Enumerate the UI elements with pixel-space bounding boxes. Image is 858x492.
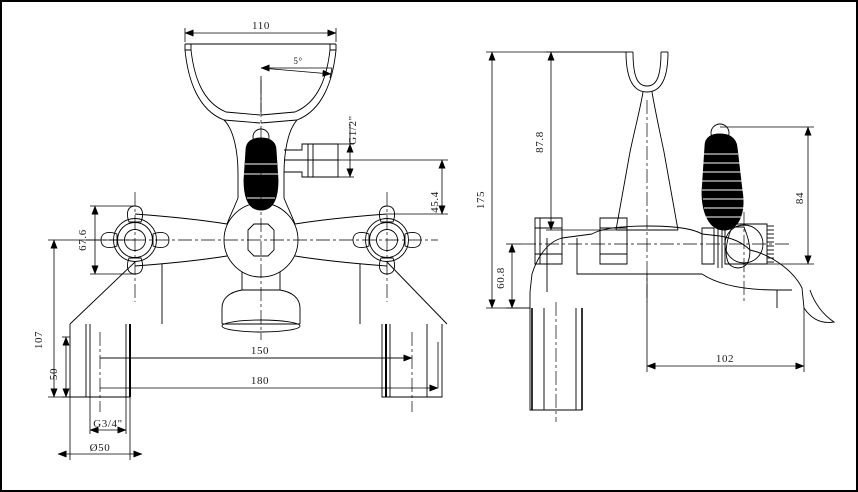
dim-diameter-50: Ø50 [90, 442, 111, 454]
side-view-geometry [529, 51, 836, 411]
dim-thread-g34: G3/4" [93, 418, 123, 430]
side-view-dimension-labels: 87.8 175 84 60.8 102 [475, 131, 806, 365]
dim-centres-150: 150 [251, 345, 269, 357]
dim-height-67-6: 67.6 [77, 229, 89, 251]
front-view-dimensions [48, 28, 448, 460]
dim-height-60-8: 60.8 [495, 267, 507, 289]
dim-height-84: 84 [794, 192, 806, 204]
dim-height-87-8: 87.8 [534, 131, 546, 153]
dim-height-175: 175 [475, 191, 487, 209]
dim-overall-180: 180 [251, 375, 269, 387]
side-view-dimensions [486, 51, 814, 372]
dim-projection-102: 102 [716, 353, 734, 365]
dim-height-50: 50 [48, 368, 60, 380]
dim-width-110: 110 [252, 20, 270, 32]
side-view-centre-lines [522, 100, 792, 422]
dim-height-107: 107 [33, 331, 45, 349]
dim-thread-g12: G1/2" [347, 115, 359, 145]
dim-angle-5: 5° [293, 56, 302, 66]
front-view-dimension-labels: 110 5° G1/2" 45.4 67.6 107 50 G3/4" Ø50 … [33, 20, 441, 454]
dim-height-45-4: 45.4 [429, 191, 441, 213]
front-view-centre-lines [86, 80, 438, 412]
